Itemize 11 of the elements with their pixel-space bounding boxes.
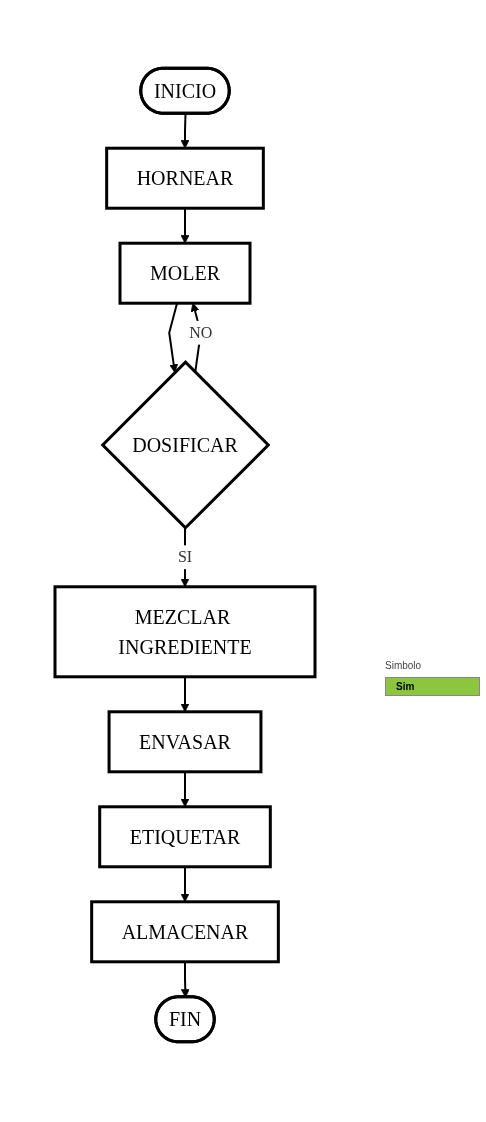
- node-box: ALMACENAR: [90, 900, 280, 964]
- node-box: MEZCLAR INGREDIENTE: [53, 585, 317, 679]
- table-header: Sim: [386, 678, 479, 695]
- node-box: ETIQUETAR: [98, 805, 272, 869]
- node-box: MOLER: [118, 241, 252, 305]
- node-box: HORNEAR: [105, 146, 265, 210]
- node-diamond: DOSIFICAR: [100, 360, 271, 530]
- node-box: ENVASAR: [107, 710, 263, 774]
- table-caption: Simbolo: [385, 660, 423, 671]
- edge-label: SI: [177, 548, 193, 566]
- edge-label: NO: [189, 323, 213, 341]
